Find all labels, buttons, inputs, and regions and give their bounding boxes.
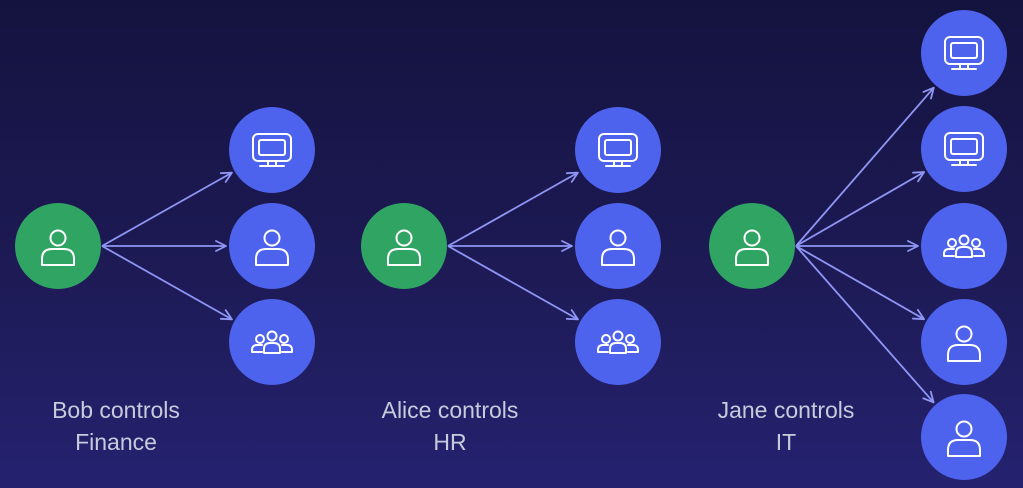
resource-node bbox=[575, 299, 661, 385]
resource-node-circle bbox=[921, 106, 1007, 192]
resource-node-circle bbox=[575, 107, 661, 193]
resource-node bbox=[921, 203, 1007, 289]
user-icon bbox=[601, 229, 635, 266]
resource-node-circle bbox=[921, 10, 1007, 96]
user-icon bbox=[255, 229, 289, 266]
user-icon bbox=[947, 325, 981, 362]
caption-group-2: Alice controls HR bbox=[350, 394, 550, 458]
group-icon bbox=[597, 330, 639, 354]
owner-node bbox=[361, 203, 447, 289]
monitor-icon bbox=[598, 133, 638, 167]
group-icon bbox=[251, 330, 293, 354]
caption-line-2: Finance bbox=[75, 429, 157, 455]
control-arrow bbox=[795, 86, 935, 247]
caption-line-2: HR bbox=[433, 429, 467, 455]
monitor-icon bbox=[252, 133, 292, 167]
caption-line-2: IT bbox=[775, 429, 797, 455]
control-arrow bbox=[447, 245, 579, 321]
resource-node bbox=[229, 107, 315, 193]
resource-node bbox=[921, 299, 1007, 385]
control-arrow bbox=[795, 171, 926, 247]
user-icon bbox=[41, 229, 75, 266]
control-arrow bbox=[101, 245, 233, 321]
caption-group-1: Bob controls Finance bbox=[16, 394, 216, 458]
owner-node bbox=[709, 203, 795, 289]
user-icon bbox=[735, 229, 769, 266]
monitor-icon bbox=[944, 36, 984, 70]
owner-node bbox=[15, 203, 101, 289]
resource-node bbox=[229, 203, 315, 289]
resource-node bbox=[575, 107, 661, 193]
resource-node bbox=[921, 106, 1007, 192]
resource-node bbox=[229, 299, 315, 385]
control-arrow bbox=[795, 245, 925, 321]
group-icon bbox=[943, 234, 985, 258]
user-icon bbox=[387, 229, 421, 266]
caption-line-1: Alice controls bbox=[381, 397, 519, 423]
caption-group-3: Jane controls IT bbox=[686, 394, 886, 458]
resource-node-circle bbox=[229, 107, 315, 193]
caption-line-1: Jane controls bbox=[717, 397, 855, 423]
resource-node bbox=[575, 203, 661, 289]
caption-line-1: Bob controls bbox=[52, 397, 180, 423]
monitor-icon bbox=[944, 132, 984, 166]
control-arrow bbox=[447, 171, 579, 247]
resource-node bbox=[921, 394, 1007, 480]
control-arrow bbox=[795, 245, 935, 404]
user-icon bbox=[947, 420, 981, 457]
control-arrow bbox=[101, 171, 233, 247]
resource-node bbox=[921, 10, 1007, 96]
